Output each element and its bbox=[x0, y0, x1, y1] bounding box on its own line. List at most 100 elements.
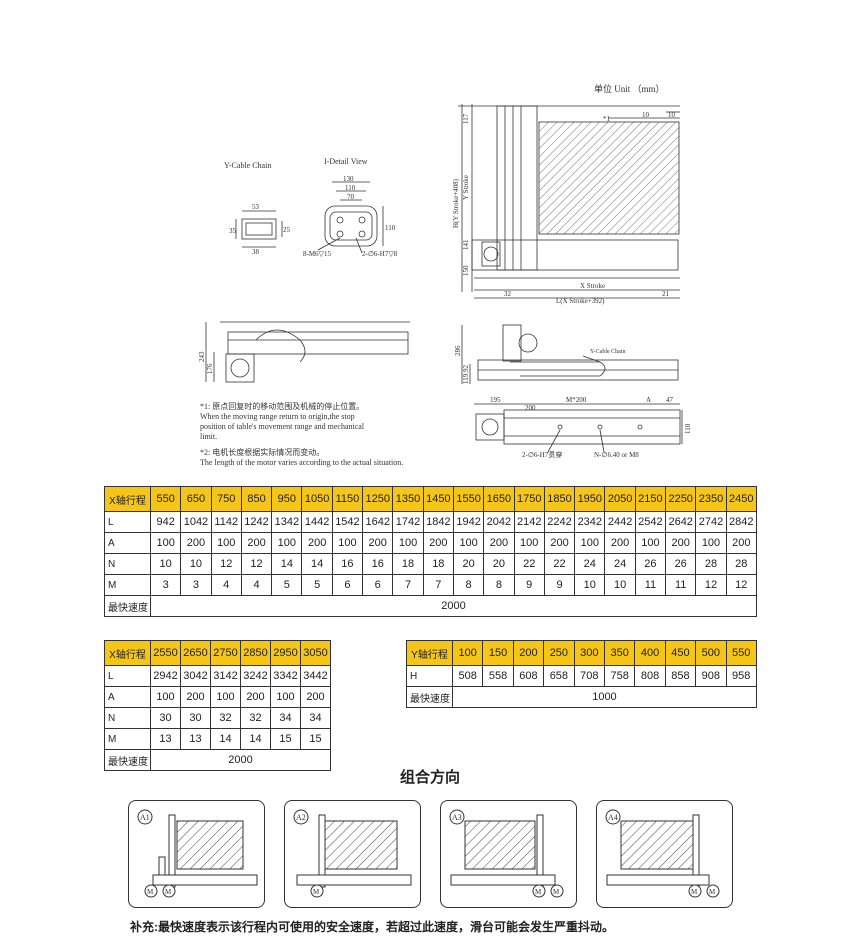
table-cell: 658 bbox=[543, 665, 575, 687]
header-cell: 2050 bbox=[604, 486, 636, 512]
table-cell: 508 bbox=[451, 665, 484, 687]
table-cell: 18 bbox=[392, 553, 424, 575]
table-cell: 100 bbox=[331, 532, 364, 554]
table-cell: 16 bbox=[362, 553, 394, 575]
table-cell: 12 bbox=[695, 574, 727, 596]
footnote: 补充:最快速度表示该行程内可使用的安全速度，若超过此速度，滑台可能会发生严重抖动… bbox=[130, 920, 614, 934]
table-cell: 200 bbox=[422, 532, 454, 554]
combo-label-a3: A3 bbox=[452, 813, 462, 822]
speed-value-cell: 2000 bbox=[150, 749, 331, 771]
header-cell: 2850 bbox=[240, 640, 271, 666]
dim-a: A bbox=[646, 396, 651, 404]
table-cell: 200 bbox=[240, 532, 273, 554]
combo-panel-a1: A1 M M bbox=[128, 800, 265, 908]
header-cell: 1350 bbox=[392, 486, 424, 512]
header-cell: 550 bbox=[149, 486, 182, 512]
dim-38: 38 bbox=[252, 248, 260, 256]
speed-value-cell: 1000 bbox=[452, 686, 757, 708]
table-cell: 200 bbox=[665, 532, 697, 554]
row-label-cell: L bbox=[104, 665, 151, 687]
hole-spec-3: 2-∅6-H7贯穿 bbox=[522, 450, 562, 459]
table-cell: 12 bbox=[240, 553, 273, 575]
table-cell: 10 bbox=[149, 553, 182, 575]
header-cell: 1450 bbox=[422, 486, 454, 512]
header-cell: 400 bbox=[634, 640, 666, 666]
dim-141: 141 bbox=[462, 239, 470, 250]
header-cell: 950 bbox=[271, 486, 303, 512]
motor-icon: M bbox=[691, 888, 698, 896]
table-cell: 3 bbox=[180, 574, 212, 596]
motor-icon: M bbox=[553, 888, 560, 896]
table-cell: 7 bbox=[422, 574, 454, 596]
table-cell: 20 bbox=[483, 553, 515, 575]
table-cell: 100 bbox=[150, 686, 181, 708]
table-cell: 22 bbox=[543, 553, 576, 575]
combo-panel-a3: A3 M M bbox=[440, 800, 577, 908]
table-cell: 200 bbox=[725, 532, 757, 554]
header-label-cell: X轴行程 bbox=[104, 640, 151, 666]
speed-label-cell: 最快速度 bbox=[104, 595, 151, 617]
table-cell: 16 bbox=[331, 553, 364, 575]
table-cell: 3142 bbox=[210, 665, 241, 687]
y-cable-chain-label: Y-Cable Chain bbox=[224, 161, 271, 170]
table-cell: 1542 bbox=[331, 511, 364, 533]
dim-star1: *1 bbox=[603, 115, 611, 123]
table-cell: 14 bbox=[210, 728, 241, 750]
table-cell: 200 bbox=[240, 686, 271, 708]
note-line-6: The length of the motor varies according… bbox=[200, 458, 404, 467]
combination-direction-title: 组合方向 bbox=[399, 769, 460, 786]
table-cell: 200 bbox=[180, 686, 211, 708]
table-cell: 758 bbox=[603, 665, 636, 687]
header-cell: 1550 bbox=[452, 486, 485, 512]
table-cell: 2342 bbox=[574, 511, 606, 533]
motor-icon: M bbox=[147, 888, 154, 896]
header-cell: 650 bbox=[180, 486, 212, 512]
header-cell: 2450 bbox=[725, 486, 757, 512]
combo-label-a4: A4 bbox=[608, 813, 618, 822]
table-cell: 100 bbox=[210, 686, 241, 708]
table-cell: 3042 bbox=[180, 665, 211, 687]
header-cell: 2250 bbox=[665, 486, 697, 512]
header-cell: 300 bbox=[573, 640, 605, 666]
y-cable-chain-label-2: Y-Cable Chain bbox=[590, 349, 626, 355]
header-cell: 100 bbox=[451, 640, 484, 666]
table-cell: 3242 bbox=[240, 665, 271, 687]
table-cell: 1042 bbox=[180, 511, 212, 533]
combo-label-a2: A2 bbox=[296, 813, 306, 822]
table-cell: 9 bbox=[513, 574, 545, 596]
motor-icon: M bbox=[313, 888, 320, 896]
table-cell: 100 bbox=[270, 686, 301, 708]
table-cell: 958 bbox=[725, 665, 757, 687]
table-cell: 1442 bbox=[301, 511, 333, 533]
table-cell: 2642 bbox=[665, 511, 697, 533]
dim-21: 21 bbox=[662, 290, 670, 298]
table-cell: 34 bbox=[300, 707, 331, 729]
header-cell: 2950 bbox=[270, 640, 301, 666]
detail-view bbox=[317, 181, 384, 254]
dim-70: 70 bbox=[347, 193, 355, 201]
table-cell: 1842 bbox=[422, 511, 454, 533]
table-cell: 2242 bbox=[543, 511, 576, 533]
table-cell: 30 bbox=[150, 707, 181, 729]
dim-176: 176 bbox=[206, 363, 214, 374]
combo-panel-a4: A4 M M bbox=[596, 800, 733, 908]
header-cell: 1750 bbox=[513, 486, 545, 512]
row-label-cell: N bbox=[104, 553, 151, 575]
table-cell: 26 bbox=[634, 553, 667, 575]
table-cell: 12 bbox=[210, 553, 242, 575]
table-cell: 8 bbox=[452, 574, 485, 596]
table-cell: 28 bbox=[695, 553, 727, 575]
table-cell: 6 bbox=[362, 574, 394, 596]
header-cell: 500 bbox=[695, 640, 727, 666]
table-cell: 942 bbox=[149, 511, 182, 533]
table-cell: 10 bbox=[180, 553, 212, 575]
hole-spec-2: 2-∅6-H7▽8 bbox=[362, 250, 398, 258]
header-cell: 450 bbox=[664, 640, 697, 666]
table-cell: 8 bbox=[483, 574, 515, 596]
header-label-cell: Y轴行程 bbox=[406, 640, 453, 666]
